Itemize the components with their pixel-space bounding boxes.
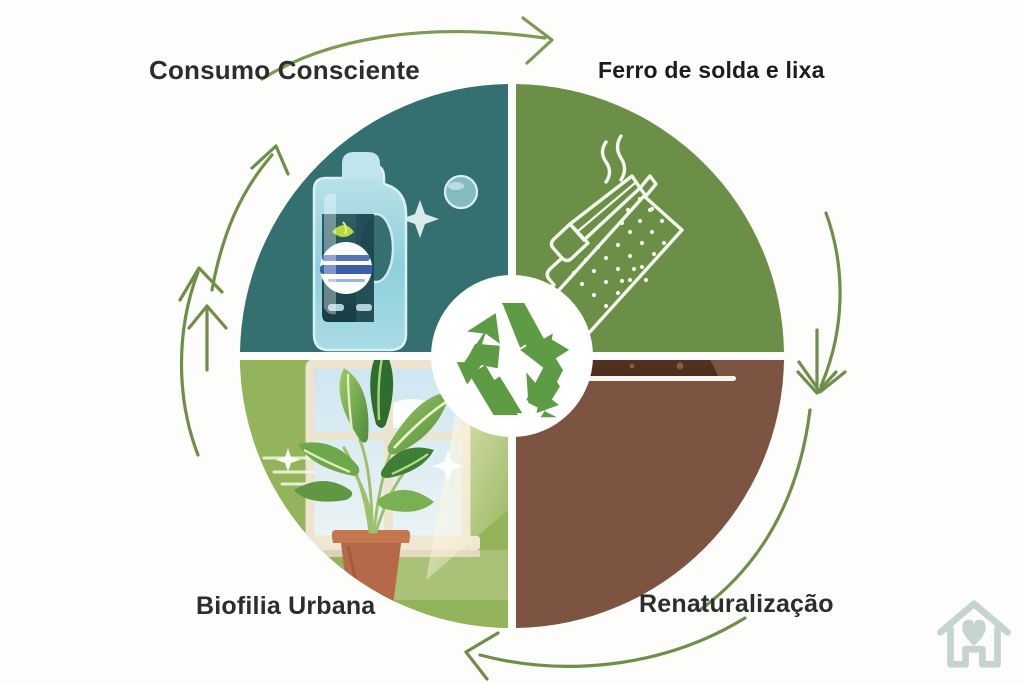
house-heart-logo (937, 600, 1011, 668)
quadrant-label-biofilia-urbana: Biofilia Urbana (196, 592, 376, 620)
arrow-right-clockwise (797, 211, 847, 394)
quadrant-label-consumo-consciente: Consumo Consciente (149, 55, 420, 85)
arrow-left-inner (187, 304, 228, 372)
detergent-bottle-illustration (312, 152, 479, 352)
recycle-icon (456, 302, 570, 418)
arrow-right-inner (796, 328, 838, 395)
quadrant-biofilia-urbana[interactable] (236, 346, 508, 628)
cycle-wheel (236, 80, 788, 632)
window-potted-plant-illustration (240, 360, 508, 628)
arrow-left-clockwise (178, 266, 224, 457)
quadrant-consumo-consciente[interactable] (240, 84, 508, 352)
quadrant-label-renaturalizacao: Renaturalização (639, 590, 834, 618)
quadrant-label-ferro-de-solda-e-lixa: Ferro de solda e lixa (598, 57, 825, 83)
